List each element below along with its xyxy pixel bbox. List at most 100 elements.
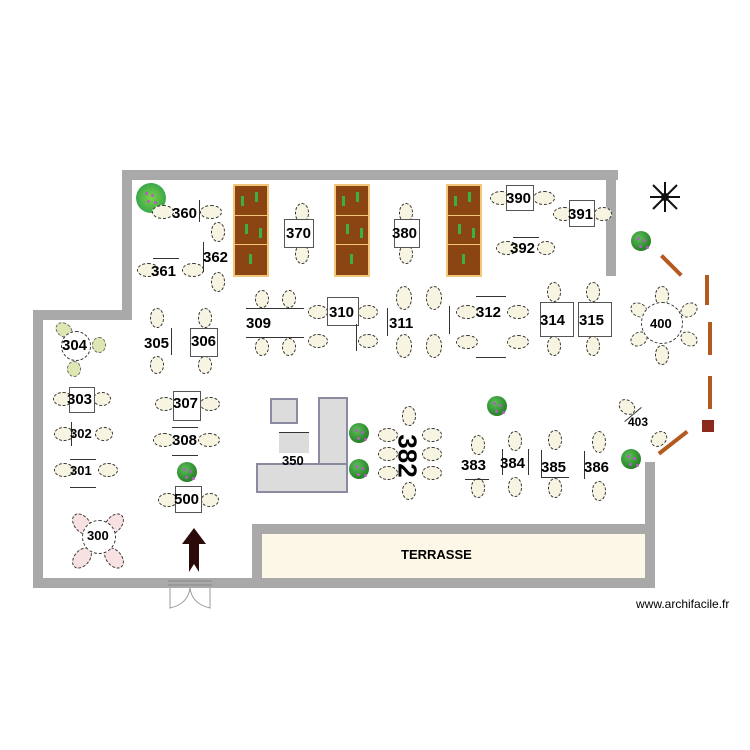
chair[interactable] — [182, 263, 204, 277]
chair[interactable] — [152, 205, 174, 219]
chair[interactable] — [153, 433, 175, 447]
table-360[interactable]: 360 — [172, 205, 198, 222]
table-303[interactable]: 303 — [67, 391, 93, 408]
chair[interactable] — [201, 493, 219, 507]
table-309[interactable]: 309 — [246, 315, 272, 332]
chair[interactable] — [255, 290, 269, 308]
chair[interactable] — [308, 334, 328, 348]
table-310[interactable]: 310 — [329, 304, 355, 321]
chair[interactable] — [198, 433, 220, 447]
table-380[interactable]: 380 — [392, 225, 418, 242]
chair[interactable] — [592, 431, 606, 453]
chair[interactable] — [456, 335, 478, 349]
chair[interactable] — [282, 338, 296, 356]
chair[interactable] — [200, 205, 222, 219]
table-400[interactable]: 400 — [650, 316, 672, 331]
terrace-area — [262, 534, 645, 578]
chair[interactable] — [54, 463, 74, 477]
table-box — [578, 302, 612, 337]
chair[interactable] — [507, 335, 529, 349]
table-391[interactable]: 391 — [568, 206, 594, 223]
table-314[interactable]: 314 — [540, 312, 566, 329]
table-311[interactable]: 311 — [389, 315, 414, 332]
table-307[interactable]: 307 — [173, 395, 199, 412]
chair[interactable] — [255, 338, 269, 356]
table-300[interactable]: 300 — [87, 528, 109, 543]
chair[interactable] — [547, 282, 561, 302]
chair[interactable] — [533, 191, 555, 205]
chair[interactable] — [95, 427, 113, 441]
chair[interactable] — [422, 428, 442, 442]
chair[interactable] — [507, 305, 529, 319]
chair[interactable] — [471, 435, 485, 455]
chair[interactable] — [308, 305, 328, 319]
chair[interactable] — [471, 478, 485, 498]
chair[interactable] — [422, 466, 442, 480]
chair[interactable] — [137, 263, 159, 277]
chair[interactable] — [200, 397, 220, 411]
table-385[interactable]: 385 — [541, 459, 567, 476]
chair[interactable] — [54, 427, 74, 441]
chair[interactable] — [282, 290, 296, 308]
chair[interactable] — [426, 334, 442, 358]
chair[interactable] — [592, 481, 606, 501]
chair[interactable] — [537, 241, 555, 255]
chair[interactable] — [155, 397, 175, 411]
table-386[interactable]: 386 — [584, 459, 610, 476]
double-door-icon[interactable] — [168, 580, 212, 610]
chair[interactable] — [358, 334, 378, 348]
chair[interactable] — [396, 286, 412, 310]
chair[interactable] — [402, 406, 416, 426]
chair[interactable] — [211, 222, 225, 242]
table-500[interactable]: 500 — [174, 491, 200, 508]
chair[interactable] — [378, 447, 398, 461]
chair[interactable] — [586, 282, 600, 302]
chair[interactable] — [93, 392, 111, 406]
chair[interactable] — [594, 207, 612, 221]
chair[interactable] — [378, 428, 398, 442]
table-384[interactable]: 384 — [500, 455, 526, 472]
table-edge — [584, 451, 585, 479]
table-302[interactable]: 302 — [70, 426, 92, 441]
table-383[interactable]: 383 — [461, 457, 487, 474]
table-308[interactable]: 308 — [172, 432, 198, 449]
chair[interactable] — [508, 431, 522, 451]
chair[interactable] — [422, 447, 442, 461]
chair[interactable] — [358, 305, 378, 319]
chair[interactable] — [508, 477, 522, 497]
round-table — [641, 302, 683, 344]
chair[interactable] — [378, 466, 398, 480]
chair[interactable] — [655, 345, 669, 365]
chair[interactable] — [548, 430, 562, 450]
table-305[interactable]: 305 — [144, 335, 170, 352]
table-370[interactable]: 370 — [286, 225, 312, 242]
table-392[interactable]: 392 — [510, 240, 536, 257]
table-362[interactable]: 362 — [203, 249, 229, 266]
chair[interactable] — [402, 482, 416, 500]
table-312[interactable]: 312 — [476, 304, 502, 321]
chair[interactable] — [211, 272, 225, 292]
chair[interactable] — [586, 336, 600, 356]
chair[interactable] — [150, 308, 164, 328]
table-403[interactable]: 403 — [628, 415, 649, 429]
table-361[interactable]: 361 — [151, 263, 177, 280]
chair[interactable] — [396, 334, 412, 358]
chair[interactable] — [150, 356, 164, 374]
chair[interactable] — [98, 463, 118, 477]
chair[interactable] — [496, 241, 518, 255]
table-301[interactable]: 301 — [70, 463, 92, 478]
table-382[interactable]: 382 — [392, 434, 423, 478]
table-304[interactable]: 304 — [62, 337, 88, 354]
chair[interactable] — [547, 336, 561, 356]
table-edge — [356, 324, 357, 351]
table-315[interactable]: 315 — [579, 312, 605, 329]
chair[interactable] — [198, 308, 212, 328]
table-390[interactable]: 390 — [506, 190, 532, 207]
chair[interactable] — [548, 478, 562, 498]
table-306[interactable]: 306 — [191, 333, 217, 350]
chair[interactable] — [92, 337, 106, 353]
chair[interactable] — [67, 361, 81, 377]
chair[interactable] — [426, 286, 442, 310]
chair[interactable] — [456, 305, 478, 319]
chair[interactable] — [198, 356, 212, 374]
